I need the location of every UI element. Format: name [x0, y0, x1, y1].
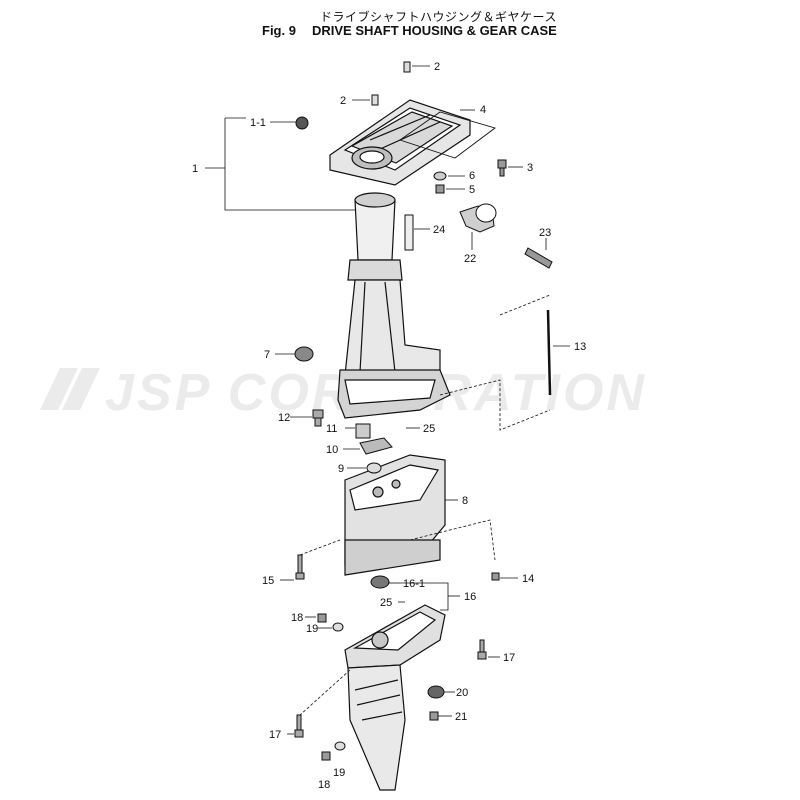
nut-14 [491, 572, 500, 581]
washer-19-upper [332, 622, 344, 632]
small-parts [294, 61, 553, 761]
callout-16: 16 [464, 591, 476, 603]
figure-number: Fig. 9 [262, 23, 296, 38]
callout-19-upper: 19 [306, 623, 318, 635]
bolt-3 [497, 159, 507, 177]
callout-1-1: 1-1 [250, 117, 266, 129]
callout-21: 21 [455, 711, 467, 723]
callout-18-upper: 18 [291, 612, 303, 624]
callout-5: 5 [469, 184, 475, 196]
callout-13: 13 [574, 341, 586, 353]
callout-15: 15 [262, 575, 274, 587]
bolt-17-left [294, 714, 304, 738]
callout-20: 20 [456, 687, 468, 699]
spacer-20 [427, 685, 445, 699]
grommet-1-1 [295, 116, 309, 130]
bolt-5 [435, 184, 445, 194]
bolt-18-lower [321, 751, 331, 761]
callout-9: 9 [338, 463, 344, 475]
leader-lines [205, 65, 570, 735]
bolt-15 [295, 554, 305, 580]
plate-10 [359, 437, 393, 455]
callout-23: 23 [539, 227, 551, 239]
callout-2-upper: 2 [340, 95, 346, 107]
callout-7: 7 [264, 349, 270, 361]
callout-1: 1 [192, 163, 198, 175]
callout-25-lower: 25 [380, 597, 392, 609]
figure-title: DRIVE SHAFT HOUSING & GEAR CASE [312, 23, 557, 38]
callout-24: 24 [433, 224, 445, 236]
callout-3: 3 [527, 162, 533, 174]
callout-18-lower: 18 [318, 779, 330, 791]
callout-14: 14 [522, 573, 534, 585]
title-japanese: ドライブシャフトハウジング＆ギヤケース [320, 10, 557, 24]
callout-16-1: 16-1 [403, 578, 425, 590]
bolt-18-upper [317, 613, 327, 623]
rod-24 [404, 214, 414, 251]
callout-2-top: 2 [434, 61, 440, 73]
grommet-7 [294, 346, 314, 362]
callout-labels: 1 1-1 2 2 3 4 5 6 7 8 9 10 11 12 13 14 1… [192, 61, 586, 791]
callout-25-upper: 25 [423, 423, 435, 435]
washer-6 [433, 171, 447, 181]
dowel-pin-top [403, 61, 411, 73]
callout-17-left: 17 [269, 729, 281, 741]
callout-11: 11 [326, 423, 337, 435]
bolt-21 [429, 711, 439, 721]
collar-9 [366, 462, 382, 474]
callout-6: 6 [469, 170, 475, 182]
callout-17-right: 17 [503, 652, 515, 664]
dowel-pin-upper [371, 94, 379, 106]
washer-19-lower [334, 741, 346, 751]
bolt-23 [524, 247, 553, 269]
callout-4: 4 [480, 104, 486, 116]
callout-12: 12 [278, 412, 290, 424]
plug-12 [312, 409, 324, 427]
bush-11 [355, 423, 371, 439]
lower-gear-case [344, 604, 446, 791]
bolt-17-right [477, 639, 487, 660]
drive-shaft-housing [329, 99, 496, 419]
callout-8: 8 [462, 495, 468, 507]
stud-13 [546, 309, 552, 396]
oil-seal-16-1 [370, 575, 390, 589]
gear-case-upper [344, 454, 446, 576]
clamp-ring [475, 203, 497, 223]
callout-22: 22 [464, 253, 476, 265]
callout-19-lower: 19 [333, 767, 345, 779]
callout-10: 10 [326, 444, 338, 456]
watermark-logo-mark [40, 368, 100, 410]
